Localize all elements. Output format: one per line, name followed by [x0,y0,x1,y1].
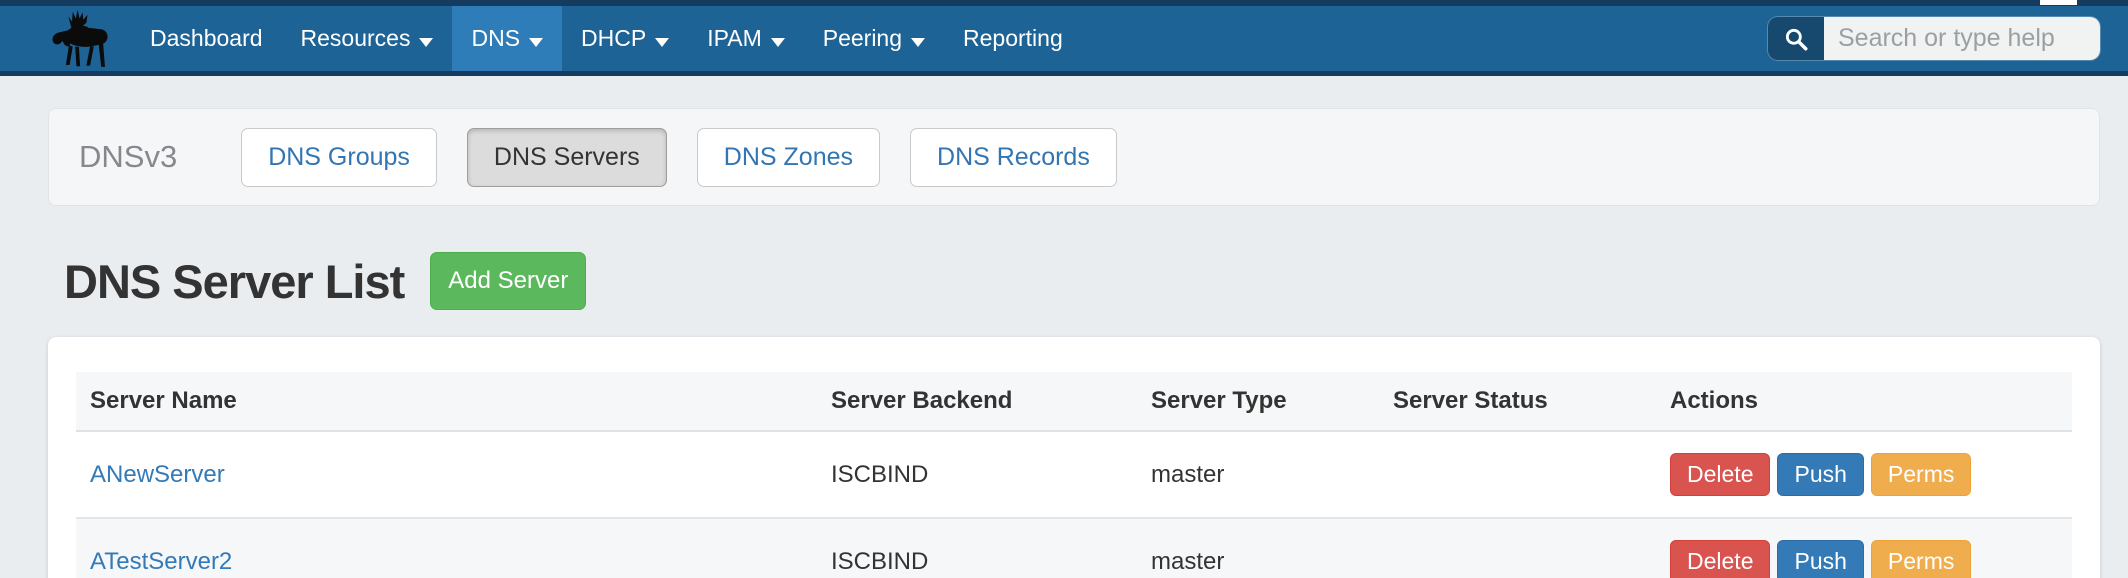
heading-row: DNS Server List Add Server [64,252,2100,310]
browser-artifact [2040,0,2077,5]
nav-item-label: Resources [300,25,411,51]
subnav-buttons: DNS Groups DNS Servers DNS Zones DNS Record… [241,127,1147,187]
column-header: Server Type [1137,372,1379,432]
server-name-link[interactable]: ATestServer2 [90,547,233,575]
push-button[interactable]: Push [1777,453,1864,496]
subnav-button-dns-records[interactable]: DNS Records [910,127,1117,187]
add-server-button[interactable]: Add Server [430,252,587,310]
delete-button[interactable]: Delete [1670,453,1771,496]
nav-items: Dashboard Resources DNS DHCP IPAM Peerin… [131,6,1082,71]
subnav-button-dns-groups[interactable]: DNS Groups [241,127,437,187]
subnav-button-dns-servers[interactable]: DNS Servers [466,127,667,187]
subnav-button-dns-zones[interactable]: DNS Zones [696,127,881,187]
chevron-down-icon [655,37,670,47]
nav-item-label: DNS [471,25,521,51]
column-header: Server Name [76,372,817,432]
cell-server-type: master [1137,518,1379,578]
nav-item-resources[interactable]: Resources [282,6,453,71]
nav-item-label: DHCP [581,25,647,51]
cell-server-name: ATestServer2 [76,518,817,578]
search-button[interactable] [1768,17,1824,60]
moose-logo[interactable] [45,6,119,71]
search-icon [1785,28,1808,50]
nav-item-ipam[interactable]: IPAM [688,6,804,71]
nav-item-label: Dashboard [150,25,263,51]
nav-item-peering[interactable]: Peering [804,6,944,71]
moose-icon [52,9,108,67]
cell-server-backend: ISCBIND [817,518,1137,578]
perms-button[interactable]: Perms [1870,453,1972,496]
column-header: Server Backend [817,372,1137,432]
column-header: Server Status [1379,372,1656,432]
nav-item-label: Peering [822,25,903,51]
chevron-down-icon [529,37,544,47]
push-button[interactable]: Push [1777,540,1864,578]
nav-item-dhcp[interactable]: DHCP [562,6,688,71]
nav-item-label: IPAM [707,25,762,51]
chevron-down-icon [419,37,434,47]
cell-server-name: ANewServer [76,431,817,519]
chevron-down-icon [770,37,785,47]
page-title: DNS Server List [64,254,405,308]
nav-item-label: Reporting [963,25,1063,51]
chevron-down-icon [911,37,926,47]
search-input[interactable] [1824,17,2100,60]
nav-item-dns[interactable]: DNS [452,6,563,71]
navbar-search [1768,17,2100,60]
delete-button[interactable]: Delete [1670,540,1771,578]
top-navbar: Dashboard Resources DNS DHCP IPAM Peerin… [0,0,2128,76]
perms-button[interactable]: Perms [1870,540,1972,578]
subnav-title: DNSv3 [79,139,178,174]
cell-server-status [1379,431,1656,519]
cell-server-type: master [1137,431,1379,519]
cell-server-status [1379,518,1656,578]
cell-server-backend: ISCBIND [817,431,1137,519]
server-name-link[interactable]: ANewServer [90,460,225,488]
nav-item-dashboard[interactable]: Dashboard [131,6,282,71]
nav-item-reporting[interactable]: Reporting [944,6,1082,71]
column-header: Actions [1656,372,2072,432]
